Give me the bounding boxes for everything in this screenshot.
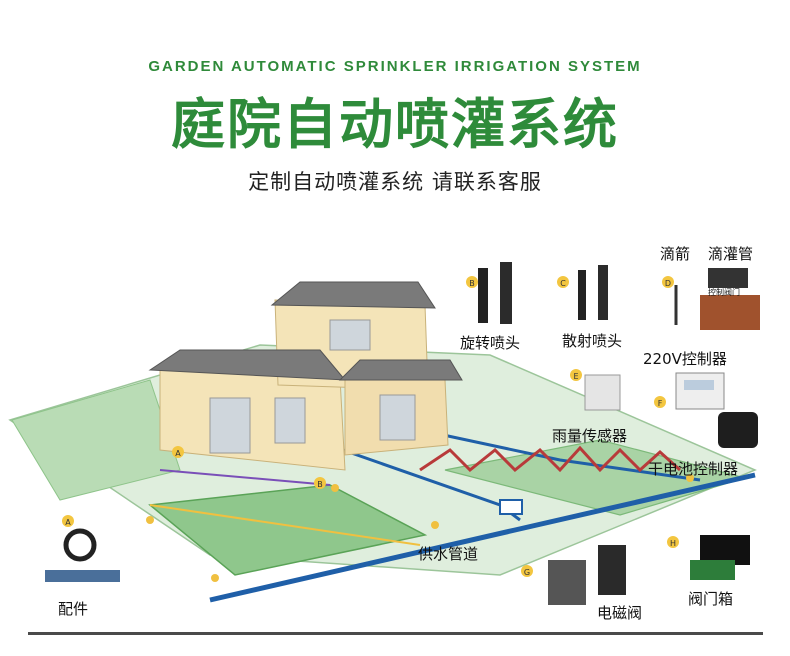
marker-e: E bbox=[570, 369, 582, 381]
label-control-valve: 控制阀门 bbox=[708, 288, 740, 297]
lawn-sprinkler bbox=[211, 574, 219, 582]
marker-h: H bbox=[667, 536, 679, 548]
label-supply-pipe: 供水管道 bbox=[418, 545, 479, 563]
label-valve-box: 阀门箱 bbox=[688, 590, 734, 608]
label-controller-220v: 220V控制器 bbox=[643, 350, 727, 368]
svg-text:A: A bbox=[65, 518, 71, 527]
accessories-illustration bbox=[45, 528, 120, 582]
svg-text:D: D bbox=[665, 279, 671, 288]
bottom-divider bbox=[28, 632, 763, 635]
marker-a: A bbox=[172, 446, 184, 458]
svg-text:C: C bbox=[560, 279, 566, 288]
roof-right bbox=[338, 359, 463, 381]
svg-text:H: H bbox=[670, 539, 676, 548]
valve-box-illustration bbox=[690, 535, 750, 580]
solenoid-valve-illustration bbox=[548, 545, 626, 605]
rain-sensor-illustration bbox=[584, 374, 621, 411]
house-window-upper bbox=[329, 319, 371, 351]
marker-d: D bbox=[662, 276, 674, 288]
marker-b2: B bbox=[314, 477, 326, 489]
title-english: GARDEN AUTOMATIC SPRINKLER IRRIGATION SY… bbox=[148, 58, 642, 75]
branch-pipe-2 bbox=[419, 428, 701, 482]
controller-220v-illustration bbox=[675, 372, 725, 410]
label-rotary-sprinkler: 旋转喷头 bbox=[460, 334, 521, 352]
marker-c: C bbox=[557, 276, 569, 288]
lawn-sprinkler bbox=[431, 521, 439, 529]
rotary-sprinkler-illustration bbox=[478, 262, 512, 324]
marker-a2: A bbox=[62, 515, 74, 527]
battery-controller-illustration bbox=[718, 412, 758, 448]
marker-f: F bbox=[654, 396, 666, 408]
label-solenoid-valve: 电磁阀 bbox=[597, 604, 643, 622]
main-supply-pipe bbox=[209, 472, 756, 603]
label-battery-controller: 干电池控制器 bbox=[648, 460, 739, 478]
spray-sprinkler-illustration bbox=[578, 265, 608, 320]
lawn-sprinkler bbox=[686, 474, 694, 482]
drip-line bbox=[419, 445, 682, 473]
lawn-sprinkler bbox=[331, 484, 339, 492]
svg-text:B: B bbox=[469, 279, 475, 288]
drip-illustration bbox=[674, 268, 760, 330]
roof-left bbox=[148, 349, 347, 381]
branch-pipe-4 bbox=[159, 469, 331, 486]
svg-text:A: A bbox=[175, 449, 181, 458]
front-lawn bbox=[148, 484, 428, 576]
svg-text:E: E bbox=[573, 372, 578, 381]
label-drip-pipe: 滴灌管 bbox=[708, 245, 754, 263]
subtitle: 定制自动喷灌系统 请联系客服 bbox=[248, 170, 542, 194]
marker-b: B bbox=[466, 276, 478, 288]
svg-text:G: G bbox=[524, 568, 530, 577]
label-rain-sensor: 雨量传感器 bbox=[552, 427, 628, 445]
svg-text:B: B bbox=[317, 480, 323, 489]
house-door bbox=[209, 397, 251, 454]
back-lawn bbox=[11, 379, 181, 501]
lawn-sprinkler bbox=[146, 516, 154, 524]
roof-upper bbox=[270, 281, 436, 309]
label-drip-arrow: 滴箭 bbox=[660, 245, 691, 263]
label-accessories: 配件 bbox=[58, 600, 89, 618]
house-window-right bbox=[379, 394, 416, 441]
label-spray-sprinkler: 散射喷头 bbox=[562, 332, 623, 350]
svg-text:F: F bbox=[658, 399, 663, 408]
house-window bbox=[274, 397, 306, 444]
valve-manifold bbox=[499, 499, 523, 515]
marker-g: G bbox=[521, 565, 533, 577]
title-chinese: 庭院自动喷灌系统 bbox=[171, 93, 619, 156]
branch-pipe-3 bbox=[149, 504, 421, 546]
